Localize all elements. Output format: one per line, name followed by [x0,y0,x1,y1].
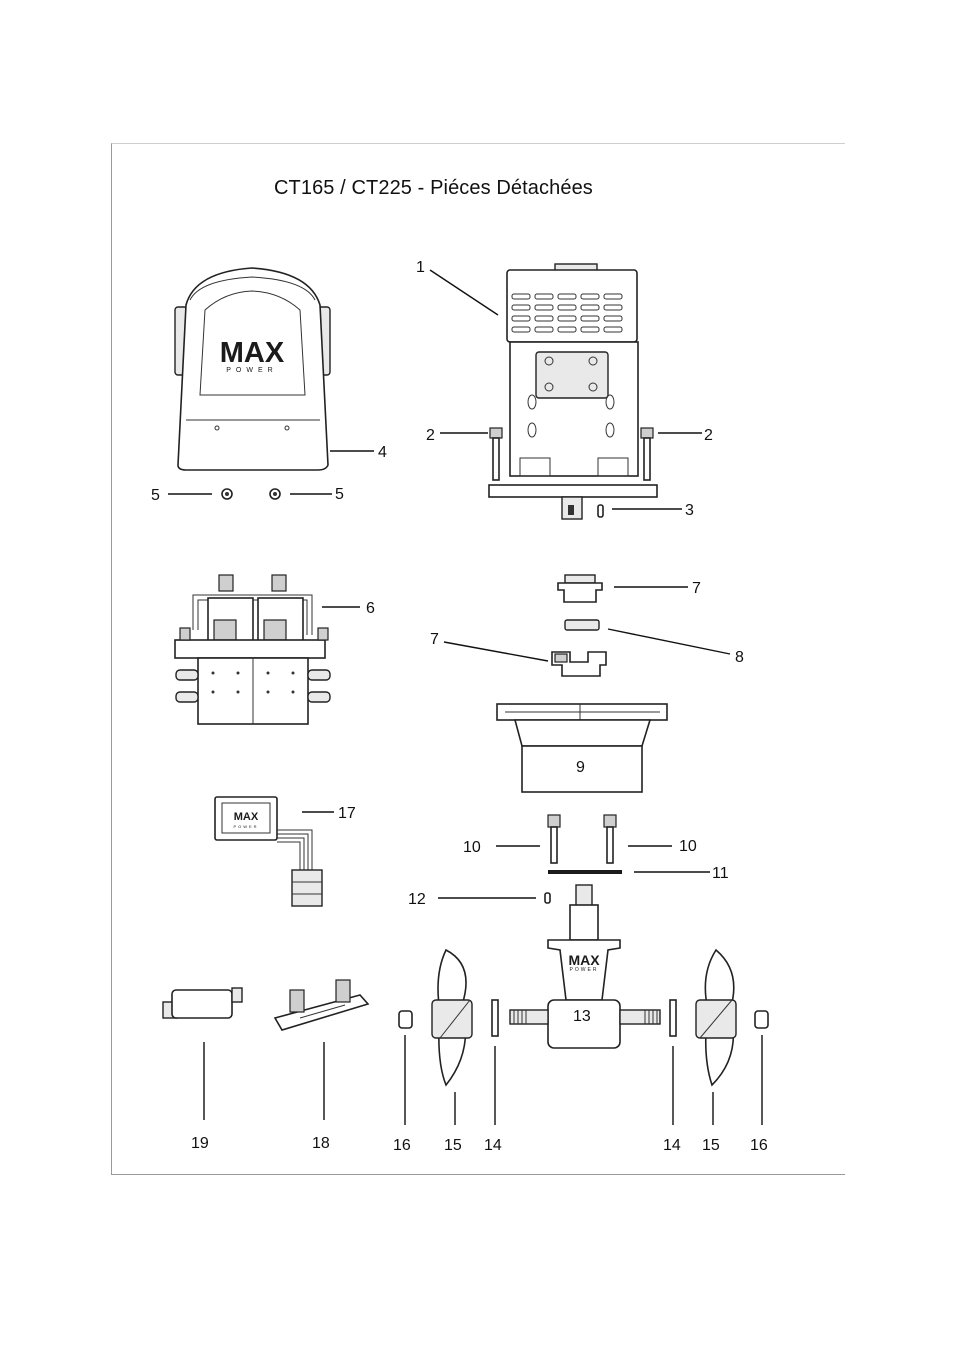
callout-9: 9 [576,759,585,776]
callout-14-left: 14 [484,1137,502,1154]
callout-15-right: 15 [702,1137,720,1154]
callout-18: 18 [312,1135,330,1152]
callout-14-right: 14 [663,1137,681,1154]
part-3-key [598,505,603,517]
callout-6: 6 [366,600,375,617]
part-10-bolts [548,815,616,863]
callout-16-left: 16 [393,1137,411,1154]
callout-7-upper: 7 [692,580,701,597]
box-logo-brand: MAX [234,811,259,823]
part-17-control-box: MAX POWER [215,797,322,906]
part-7-coupling-upper [558,575,602,602]
callout-4: 4 [378,444,387,461]
callout-13: 13 [573,1008,591,1025]
box-logo-tagline: POWER [233,824,258,829]
callout-11: 11 [712,865,729,882]
callout-15-left: 15 [444,1137,462,1154]
cover-logo-brand: MAX [220,337,285,369]
part-16-nut-left [399,1011,412,1028]
gearbox-logo-brand: MAX [568,952,600,968]
callout-8: 8 [735,649,744,666]
part-19-fuse-holder [163,988,242,1018]
part-12-key [545,893,550,903]
part-6-contactor [175,575,330,724]
callout-10-right: 10 [679,838,697,855]
callout-5-left: 5 [151,487,160,504]
part-1-motor [489,264,657,519]
callout-1: 1 [416,259,425,276]
gearbox-logo-tagline: POWER [570,967,599,973]
part-9-bracket [497,704,667,792]
part-14-washer-left [492,1000,498,1036]
part-11-gasket [548,870,622,874]
callout-3: 3 [685,502,694,519]
part-5-screws [222,489,280,499]
callout-19: 19 [191,1135,209,1152]
part-8-rubber-insert [565,620,599,630]
part-14-washer-right [670,1000,676,1036]
callout-12: 12 [408,891,426,908]
callout-7-lower: 7 [430,631,439,648]
callout-16-right: 16 [750,1137,768,1154]
callout-17: 17 [338,805,356,822]
part-16-nut-right [755,1011,768,1028]
cover-logo-tagline: POWER [226,367,277,374]
part-7-coupling-lower [552,652,606,676]
callout-10-left: 10 [463,839,481,856]
part-15-propeller-left [432,950,472,1085]
callout-2-left: 2 [426,427,435,444]
callout-2-right: 2 [704,427,713,444]
part-4-motor-cover: MAX POWER [175,268,330,470]
part-15-propeller-right [696,950,736,1085]
part-18-switch [275,980,368,1030]
callout-5-right: 5 [335,486,344,503]
